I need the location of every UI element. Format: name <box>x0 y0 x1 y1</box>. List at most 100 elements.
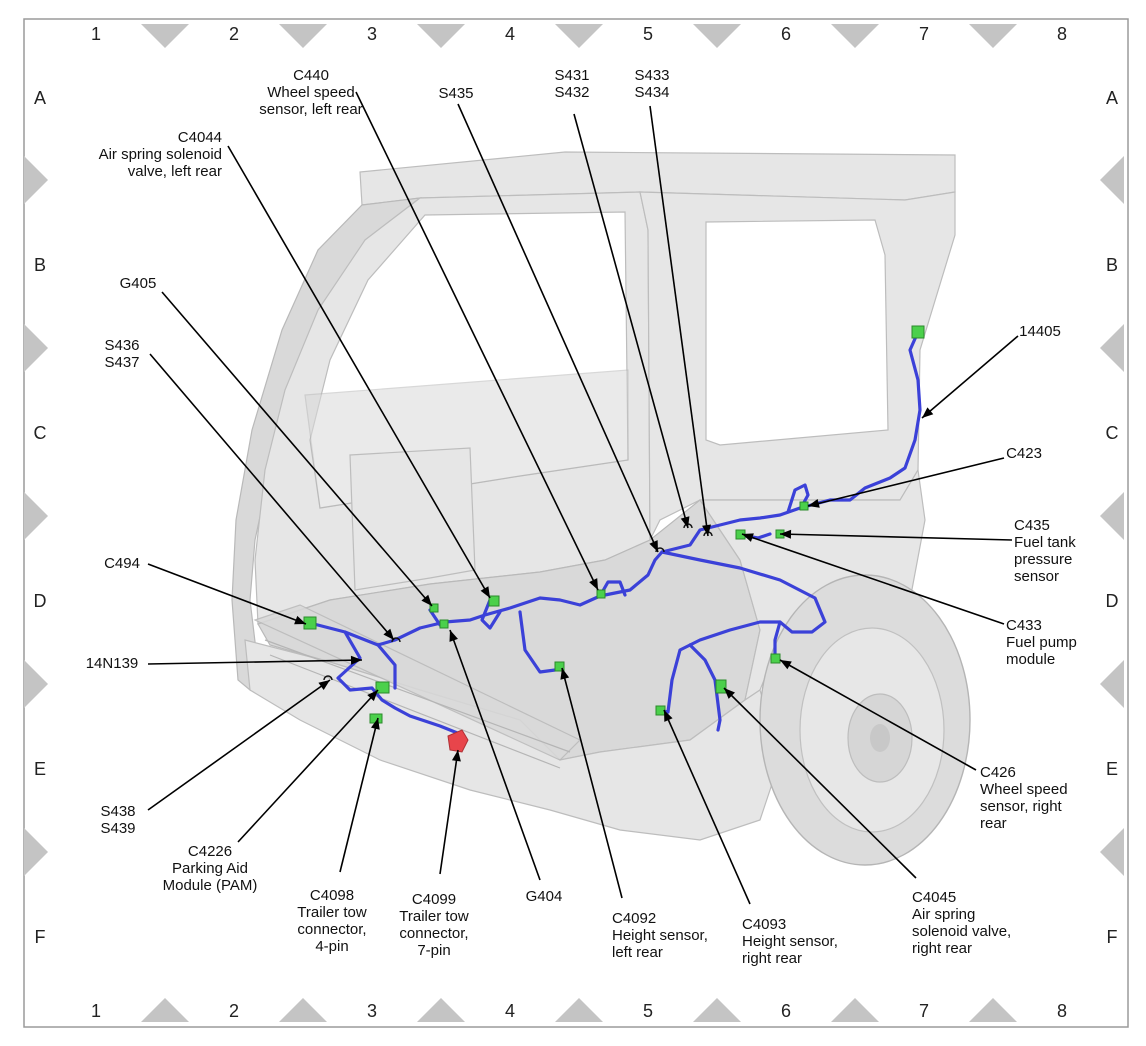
leader-g405 <box>161 291 433 607</box>
callout-14405: 14405 <box>1019 323 1061 340</box>
connector-c440 <box>596 589 606 599</box>
callout-line: C4093 <box>742 916 786 933</box>
frame-marker <box>141 998 189 1022</box>
callout-line: S437 <box>104 354 139 371</box>
leader-c423 <box>807 457 1005 508</box>
arrowhead <box>451 750 461 762</box>
callout-line: G405 <box>120 275 157 292</box>
arrowhead <box>724 688 735 699</box>
callout-line: module <box>1006 651 1055 668</box>
frame-marker <box>1100 660 1124 708</box>
callout-line: right rear <box>742 950 802 967</box>
callout-line: left rear <box>612 944 663 961</box>
arrowhead <box>560 668 570 680</box>
frame-marker <box>969 998 1017 1022</box>
grid-label: 4 <box>505 24 515 44</box>
callout-line: 4-pin <box>315 938 348 955</box>
frame-marker <box>1100 828 1124 876</box>
callout-line: 7-pin <box>417 942 450 959</box>
leader-c494 <box>147 563 307 625</box>
grid-label: C <box>34 423 47 443</box>
leader-c440 <box>355 91 599 591</box>
callout-line: C440 <box>293 67 329 84</box>
arrowhead <box>367 690 378 702</box>
arrowhead <box>742 533 754 542</box>
splice-s435 <box>655 547 665 553</box>
arrowhead <box>480 586 490 598</box>
callout-line: sensor, left rear <box>259 101 362 118</box>
callout-line: C4092 <box>612 910 656 927</box>
leader-s433 <box>649 105 711 537</box>
leader-c4092 <box>560 667 623 899</box>
arrowhead <box>649 540 658 552</box>
leader-s435 <box>457 103 659 553</box>
connector-c423 <box>799 501 809 511</box>
frame-marker <box>555 24 603 48</box>
callout-line: Wheel speed <box>980 781 1068 798</box>
callout-line: C4098 <box>310 887 354 904</box>
arrowhead <box>421 594 432 606</box>
callout-14n139: 14N139 <box>86 655 139 672</box>
grid-label: 7 <box>919 24 929 44</box>
leader-s436 <box>149 353 395 641</box>
arrowhead <box>370 718 380 730</box>
grid-label: E <box>1106 759 1118 779</box>
grid-label: 2 <box>229 1001 239 1021</box>
leader-s438 <box>147 679 331 811</box>
callout-line: C4099 <box>412 891 456 908</box>
grid-label: A <box>1106 88 1118 108</box>
callout-c494: C494 <box>104 555 140 572</box>
connector-c494 <box>303 616 317 630</box>
frame-marker <box>1100 156 1124 204</box>
leader-c4093 <box>663 709 751 905</box>
leader-c433 <box>741 533 1005 625</box>
callout-g404: G404 <box>526 888 563 905</box>
leader-c435 <box>779 529 1013 541</box>
callout-g405: G405 <box>120 275 157 292</box>
connector-c4226 <box>375 681 390 694</box>
connector-g405 <box>429 603 439 613</box>
connector-c4044 <box>488 595 500 607</box>
frame-marker <box>693 998 741 1022</box>
grid-label: D <box>34 591 47 611</box>
callout-line: S433 <box>634 67 669 84</box>
callout-line: Module (PAM) <box>163 877 258 894</box>
callout-line: Height sensor, <box>742 933 838 950</box>
callout-line: S431 <box>554 67 589 84</box>
grid-label: F <box>1107 927 1118 947</box>
frame-marker <box>279 998 327 1022</box>
frame-marker <box>1100 324 1124 372</box>
grid-label: 3 <box>367 1001 377 1021</box>
callout-line: S432 <box>554 84 589 101</box>
grid-label: 8 <box>1057 1001 1067 1021</box>
callout-line: connector, <box>399 925 468 942</box>
frame-marker <box>417 24 465 48</box>
arrowhead <box>702 524 711 536</box>
frame-marker <box>279 24 327 48</box>
splice-s438 <box>323 675 333 681</box>
grid-label: B <box>34 255 46 275</box>
grid-label: 6 <box>781 24 791 44</box>
leader-c4045 <box>723 687 917 879</box>
callout-line: Fuel tank <box>1014 534 1076 551</box>
grid-label: 1 <box>91 1001 101 1021</box>
connector-14405 <box>911 325 925 339</box>
arrowhead <box>589 578 598 590</box>
callout-line: Trailer tow <box>399 908 469 925</box>
connector-g404 <box>439 619 449 629</box>
frame-edge-markers <box>24 24 1124 1022</box>
grid-label: 7 <box>919 1001 929 1021</box>
callout-line: C426 <box>980 764 1016 781</box>
callout-line: sensor, right <box>980 798 1063 815</box>
